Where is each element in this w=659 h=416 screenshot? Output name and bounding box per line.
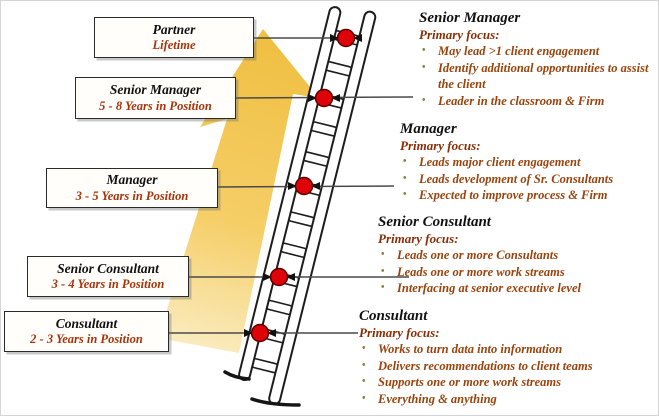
role-title: Partner [152, 21, 196, 37]
bullet-icon: • [403, 156, 407, 167]
dot-clamps [244, 34, 362, 337]
bullet-item: •Delivers recommendations to client team… [359, 358, 631, 375]
rung-marker-dot-senior-manager [314, 88, 334, 108]
ladder-icon [238, 6, 377, 406]
role-title: Senior Manager [109, 82, 202, 98]
desc-title: Senior Consultant [378, 214, 491, 230]
role-box-manager: Manager 3 - 5 Years in Position [46, 168, 218, 208]
role-box-senior-consultant: Senior Consultant 3 - 4 Years in Positio… [27, 256, 189, 297]
role-subtitle: Lifetime [152, 38, 196, 53]
role-subtitle: 3 - 5 Years in Position [75, 188, 189, 203]
desc-section-manager: Manager Primary focus: •Leads major clie… [400, 120, 652, 204]
bullet-icon: • [381, 265, 385, 277]
role-box-partner: Partner Lifetime [94, 17, 254, 58]
bullet-icon: • [403, 189, 407, 200]
role-subtitle: 3 - 4 Years in Position [51, 277, 165, 292]
bullet-item: •Everything & anything [359, 391, 631, 408]
bullet-icon: • [362, 359, 366, 371]
bullet-item: •Identify additional opportunities to as… [419, 60, 657, 93]
role-title: Manager [106, 172, 158, 188]
bullet-item: •Expected to improve process & Firm [400, 187, 652, 204]
desc-section-senior-consultant: Senior Consultant Primary focus: •Leads … [378, 213, 638, 297]
bullet-item: •Works to turn data into information [359, 341, 631, 358]
bullet-icon: • [403, 172, 407, 184]
bullet-icon: • [362, 376, 366, 387]
role-subtitle: 5 - 8 Years in Position [99, 98, 212, 113]
ladder-foot-shadow [223, 370, 301, 407]
growth-arrow-icon [158, 29, 319, 353]
bullet-icon: • [381, 249, 385, 260]
bullet-item: •Leads development of Sr. Consultants [400, 171, 652, 188]
role-box-senior-manager: Senior Manager 5 - 8 Years in Position [75, 77, 236, 119]
role-subtitle: 2 - 3 Years in Position [30, 332, 143, 347]
bullet-item: •Interfacing at senior executive level [378, 280, 638, 297]
role-box-consultant: Consultant 2 - 3 Years in Position [4, 311, 169, 352]
desc-section-consultant: Consultant Primary focus: •Works to turn… [359, 307, 631, 407]
bullet-icon: • [362, 343, 366, 354]
desc-focus-label: Primary focus: [378, 231, 459, 246]
bullet-item: •May lead >1 client engagement [419, 43, 657, 60]
desc-title: Consultant [359, 308, 428, 324]
rung-marker-dot-partner [336, 28, 356, 48]
bullet-item: •Leads one or more Consultants [378, 247, 638, 264]
bullet-item: •Leads major client engagement [400, 154, 652, 171]
role-title: Consultant [55, 315, 118, 331]
role-title: Senior Consultant [57, 260, 159, 276]
desc-title: Manager [400, 121, 457, 137]
bullet-icon: • [362, 392, 366, 404]
desc-focus-label: Primary focus: [359, 325, 440, 340]
bullet-icon: • [422, 61, 426, 73]
bullet-icon: • [422, 45, 426, 56]
rung-marker-dot-senior-consultant [269, 267, 289, 287]
desc-focus-label: Primary focus: [419, 27, 500, 42]
bullet-icon: • [381, 282, 385, 293]
rung-markers [250, 28, 356, 343]
rung-marker-dot-consultant [250, 323, 270, 343]
bullet-item: •Leader in the classroom & Firm [419, 93, 657, 110]
desc-title: Senior Manager [419, 10, 521, 26]
bullet-item: •Leads one or more work streams [378, 264, 638, 281]
rung-marker-dot-manager [294, 176, 314, 196]
desc-section-senior-manager: Senior Manager Primary focus: •May lead … [419, 9, 657, 109]
bullet-icon: • [422, 94, 426, 106]
desc-focus-label: Primary focus: [400, 138, 481, 153]
bullet-item: •Supports one or more work streams [359, 374, 631, 391]
